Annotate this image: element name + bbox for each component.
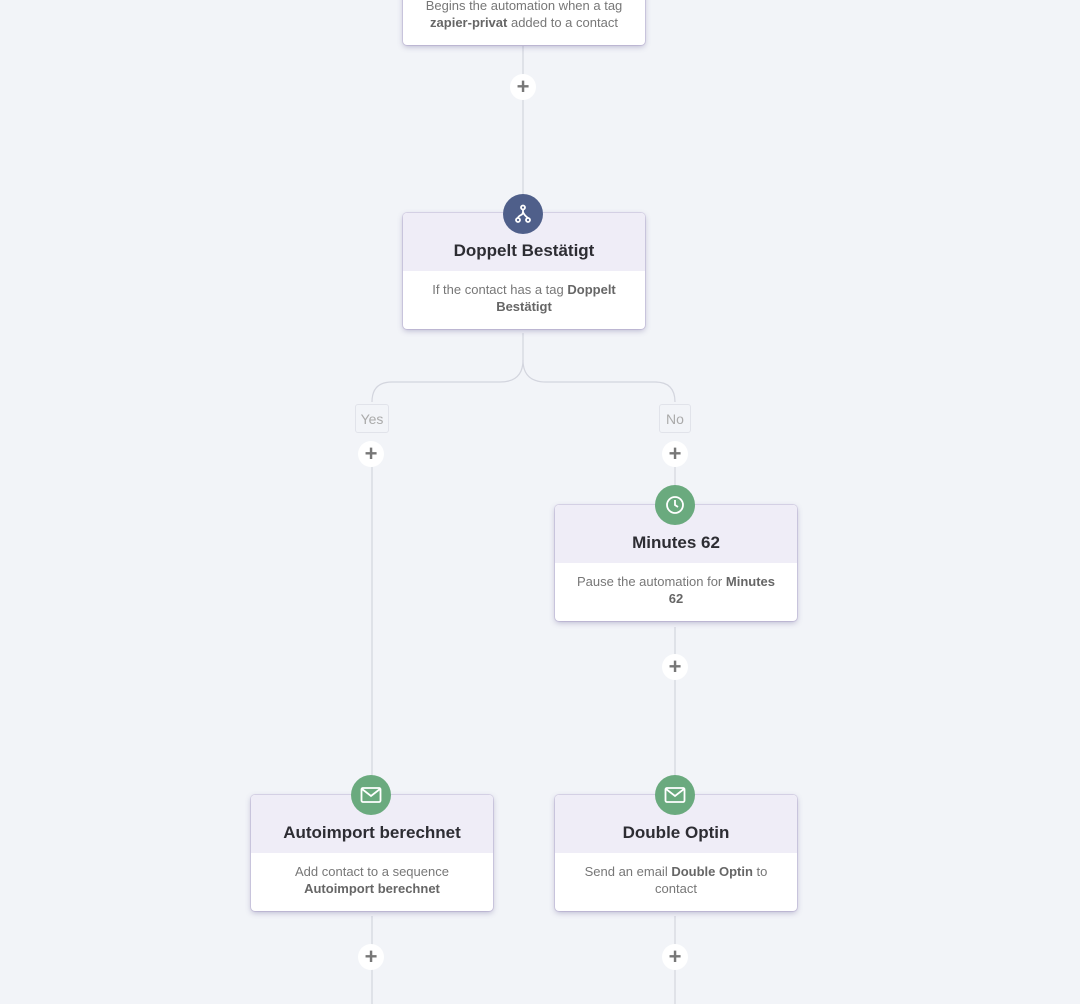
- add-step-button[interactable]: +: [662, 654, 688, 680]
- clock-icon: [655, 485, 695, 525]
- mail-icon: [351, 775, 391, 815]
- card-description: Send an email Double Optin to contact: [584, 864, 768, 896]
- card-description: Add contact to a sequence Autoimport ber…: [295, 864, 449, 896]
- sequence-card[interactable]: Autoimport berechnet Add contact to a se…: [251, 795, 493, 911]
- mail-icon: [655, 775, 695, 815]
- card-description: If the contact has a tag Doppelt Bestäti…: [432, 282, 616, 314]
- branch-label-no: No: [659, 404, 691, 433]
- add-step-button-no[interactable]: +: [662, 441, 688, 467]
- branch-label-yes: Yes: [355, 404, 389, 433]
- trigger-card[interactable]: Begins the automation when a tag zapier-…: [403, 0, 645, 45]
- card-description: Pause the automation for Minutes 62: [577, 574, 775, 606]
- add-step-button[interactable]: +: [662, 944, 688, 970]
- add-step-button[interactable]: +: [358, 944, 384, 970]
- add-step-button-yes[interactable]: +: [358, 441, 384, 467]
- add-step-button[interactable]: +: [510, 74, 536, 100]
- trigger-description: Begins the automation when a tag zapier-…: [425, 0, 623, 30]
- branch-icon: [503, 194, 543, 234]
